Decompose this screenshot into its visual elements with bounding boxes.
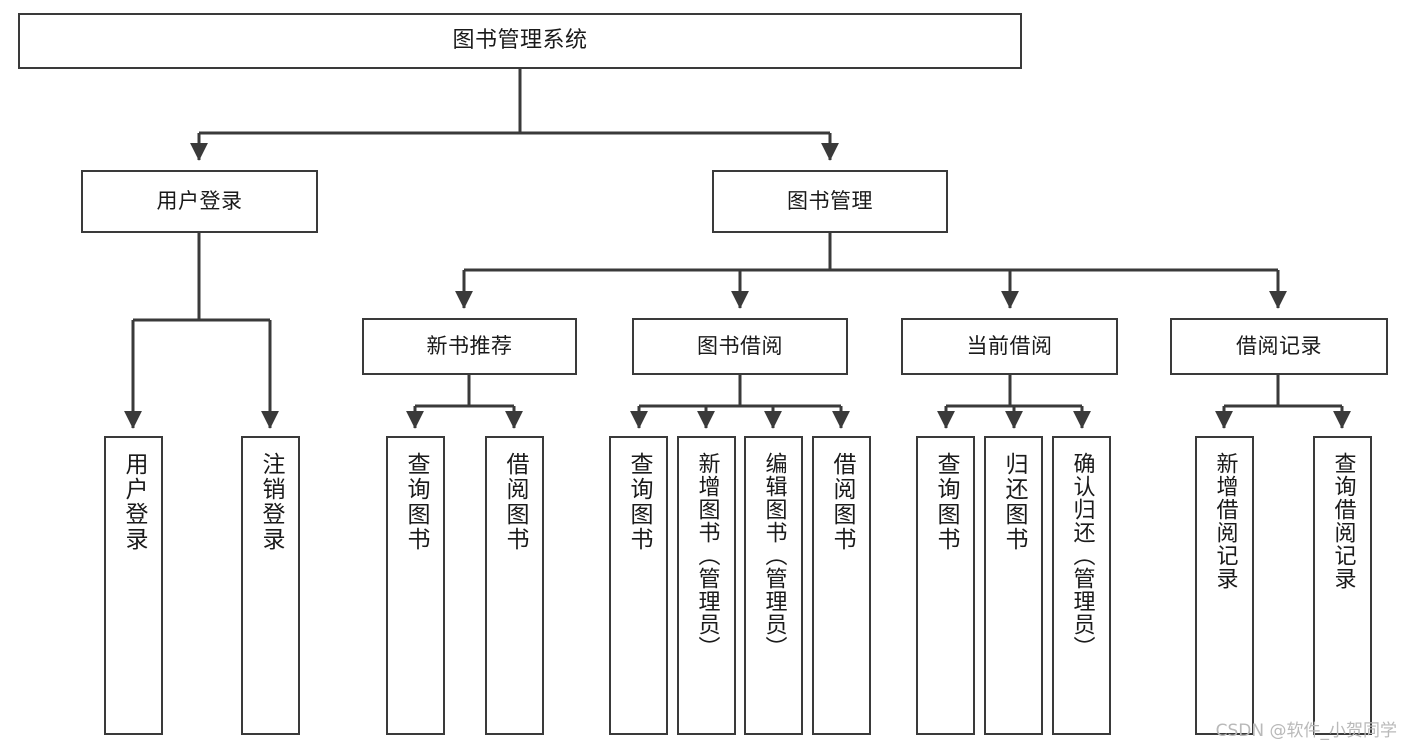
node-label: 图书借阅: [697, 333, 783, 358]
node-label: 借阅记录: [1236, 333, 1322, 358]
node-current-borrow[interactable]: 当前借阅: [901, 318, 1118, 375]
leaf-current-return-book[interactable]: 归还图书: [984, 436, 1043, 735]
node-book-management[interactable]: 图书管理: [712, 170, 948, 233]
node-user-login[interactable]: 用户登录: [81, 170, 318, 233]
leaf-user-login[interactable]: 用户登录: [104, 436, 163, 735]
node-label: 确认归还（管理员）: [1069, 452, 1095, 659]
node-label: 新增图书（管理员）: [694, 452, 720, 659]
leaf-record-add-borrow-record[interactable]: 新增借阅记录: [1195, 436, 1254, 735]
node-label: 借阅图书: [502, 452, 528, 552]
node-label: 新书推荐: [426, 333, 513, 358]
leaf-borrow-edit-book-admin[interactable]: 编辑图书（管理员）: [744, 436, 803, 735]
node-label: 用户登录: [121, 452, 147, 552]
node-label: 编辑图书（管理员）: [761, 452, 787, 659]
node-label: 查询借阅记录: [1330, 452, 1356, 590]
leaf-user-logout[interactable]: 注销登录: [241, 436, 300, 735]
node-label: 查询图书: [933, 452, 959, 552]
node-label: 查询图书: [626, 452, 652, 552]
node-book-borrow[interactable]: 图书借阅: [632, 318, 848, 375]
leaf-borrow-query-book[interactable]: 查询图书: [609, 436, 668, 735]
node-root-system[interactable]: 图书管理系统: [18, 13, 1022, 69]
node-label: 当前借阅: [966, 333, 1053, 358]
node-label: 新增借阅记录: [1212, 452, 1238, 590]
node-label: 借阅图书: [829, 452, 855, 552]
leaf-current-confirm-return-admin[interactable]: 确认归还（管理员）: [1052, 436, 1111, 735]
leaf-recommend-borrow-book[interactable]: 借阅图书: [485, 436, 544, 735]
node-label: 查询图书: [403, 452, 429, 552]
leaf-current-query-book[interactable]: 查询图书: [916, 436, 975, 735]
node-borrow-record[interactable]: 借阅记录: [1170, 318, 1388, 375]
node-label: 归还图书: [1001, 452, 1027, 552]
node-new-book-recommend[interactable]: 新书推荐: [362, 318, 577, 375]
leaf-borrow-borrow-book[interactable]: 借阅图书: [812, 436, 871, 735]
leaf-record-query-borrow-record[interactable]: 查询借阅记录: [1313, 436, 1372, 735]
node-label: 图书管理系统: [452, 27, 588, 53]
node-label: 注销登录: [258, 452, 284, 552]
leaf-borrow-add-book-admin[interactable]: 新增图书（管理员）: [677, 436, 736, 735]
node-label: 用户登录: [156, 188, 243, 213]
node-label: 图书管理: [787, 188, 873, 213]
leaf-recommend-query-book[interactable]: 查询图书: [386, 436, 445, 735]
